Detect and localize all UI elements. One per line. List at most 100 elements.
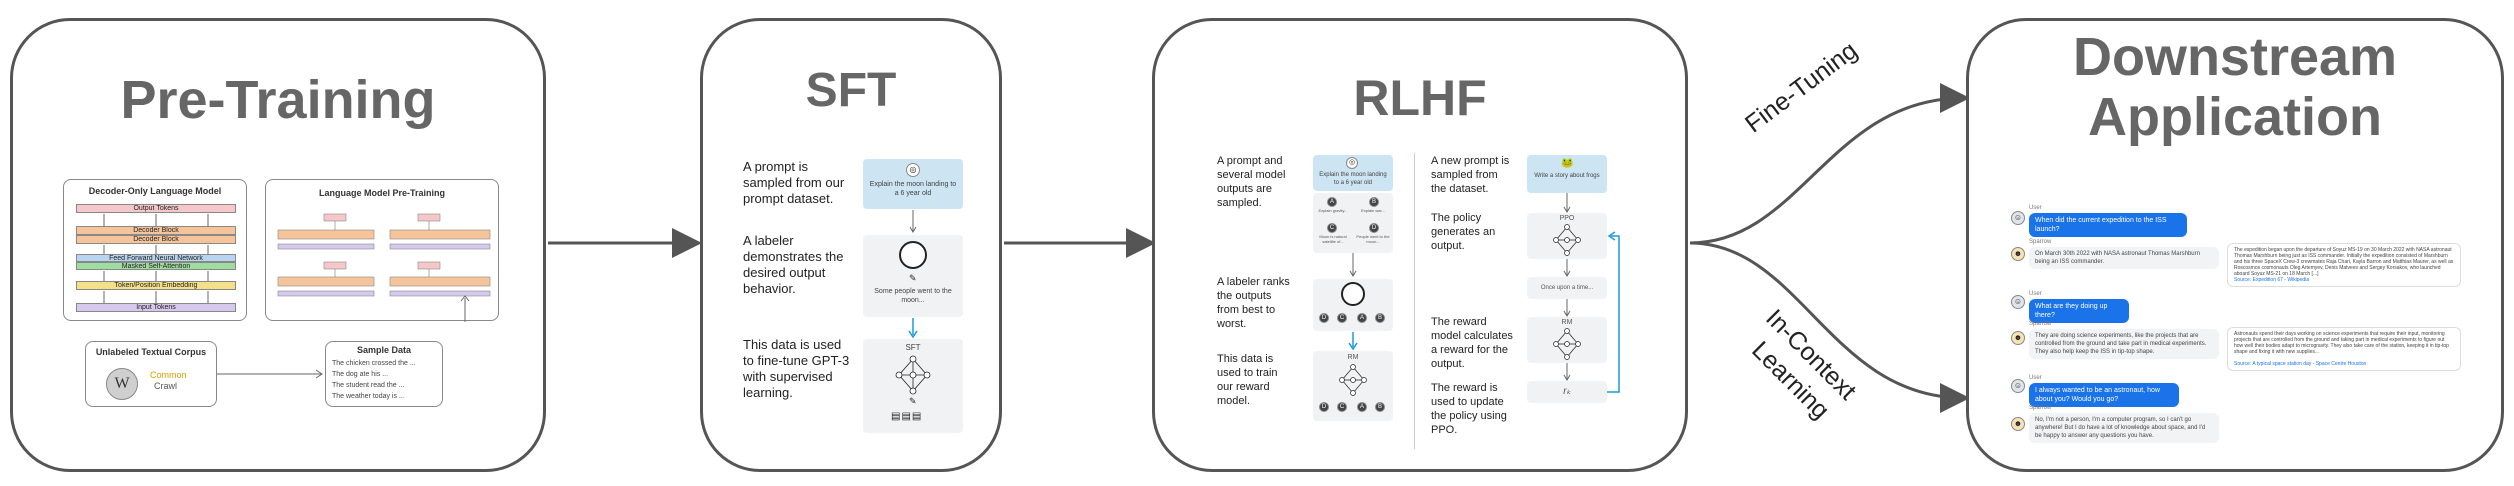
rm-label-2: RM xyxy=(1561,319,1573,326)
user-label-2: User xyxy=(2029,291,2042,297)
rm-rank-2: C xyxy=(1337,402,1347,412)
sample-data-box: Sample Data The chicken crossed the ... … xyxy=(325,341,443,407)
user-message-1: When did the current expedition to the I… xyxy=(2029,213,2187,237)
option-c-text: Moon is natural satellite of... xyxy=(1319,234,1347,244)
rlhf-divider xyxy=(1414,153,1415,449)
input-tokens-bar: Input Tokens xyxy=(76,303,236,312)
sft-network-icon xyxy=(895,355,931,395)
corpus-box: Unlabeled Textual Corpus W Common Crawl xyxy=(85,341,217,407)
bot-avatar-icon-2: ☻ xyxy=(2011,331,2025,345)
sample-line-3: The student read the ... xyxy=(332,382,405,389)
decoder-only-lm-box: Decoder-Only Language Model Output Token… xyxy=(63,179,247,321)
prompt-icon: ◎ xyxy=(906,163,920,177)
output-tokens-bar: Output Tokens xyxy=(76,204,236,213)
lm-pretraining-box: Language Model Pre-Training xyxy=(265,179,499,322)
sft-step-3: This data is used to fine-tune GPT-3 wit… xyxy=(743,337,850,400)
option-d-text: People went to the moon... xyxy=(1356,234,1390,244)
rlhf-prompt-text: Explain the moon landing to a 6 year old xyxy=(1319,172,1387,186)
stage-sft: SFT A prompt is sampled from our prompt … xyxy=(700,18,1002,472)
decoder-arrows xyxy=(103,214,209,303)
bot-label-3: Sparrow xyxy=(2029,405,2052,411)
rlhf-left-step-2: A labeler ranks the outputs from best to… xyxy=(1217,276,1290,330)
rlhf-rm-card: RM D C A B xyxy=(1313,351,1393,421)
user-message-2: What are they doing up there? xyxy=(2029,299,2129,323)
rank-2: C xyxy=(1337,313,1347,323)
evidence-card-1: The expedition began upon the departure … xyxy=(2227,243,2461,287)
common-crawl-text-1: Common xyxy=(150,370,187,380)
stage-title-sft: SFT xyxy=(805,64,897,117)
user-avatar-icon-2: ☺ xyxy=(2011,295,2025,309)
stage-rlhf: RLHF A prompt and several model outputs … xyxy=(1152,18,1688,472)
bot-message-3: No, I'm not a person, I'm a computer pro… xyxy=(2029,413,2219,443)
arrow-fine-tuning xyxy=(1689,83,1970,245)
sample-line-4: The weather today is ... xyxy=(332,393,405,400)
new-prompt-text: Write a story about frogs xyxy=(1534,173,1600,179)
evidence-link-1[interactable]: Source: Expedition 67 - Wikipedia xyxy=(2234,277,2310,283)
stage-title-downstream: Downstream Application xyxy=(2072,27,2398,147)
story-text: Once upon a time... xyxy=(1540,285,1594,291)
pencil-icon: ✎ xyxy=(909,273,917,283)
rlhf-options-card: A B Explain gravity... Explain war... C … xyxy=(1313,193,1393,253)
sample-line-2: The dog ate his ... xyxy=(332,371,389,378)
rank-3: A xyxy=(1357,313,1367,323)
sft-model-card: SFT ✎ ▤▤▤ xyxy=(863,339,963,433)
document-icons: ▤▤▤ xyxy=(891,411,923,422)
user-avatar-icon-1: ☺ xyxy=(2011,211,2025,225)
rlhf-right-step-4: The reward is used to update the policy … xyxy=(1431,382,1507,436)
option-a-text: Explain gravity... xyxy=(1318,208,1348,213)
common-crawl-text-2: Crawl xyxy=(154,381,178,391)
evidence-text-1: The expedition began upon the departure … xyxy=(2234,247,2454,277)
sft-step-1: A prompt is sampled from our prompt data… xyxy=(743,159,845,206)
ffn-bar: Feed Forward Neural Network xyxy=(76,254,236,262)
rlhf-ranking-card: D C A B xyxy=(1313,279,1393,331)
frog-icon: 🐸 xyxy=(1561,158,1574,169)
option-b-badge: B xyxy=(1369,197,1379,207)
rlhf-prompt-card: ◎ Explain the moon landing to a 6 year o… xyxy=(1313,155,1393,191)
lm-pretraining-title: Language Model Pre-Training xyxy=(318,188,445,198)
rm-rank-3: A xyxy=(1357,402,1367,412)
bot-message-2: They are doing science experiments, like… xyxy=(2029,329,2219,359)
bot-message-1: On March 30th 2022 with NASA astronaut T… xyxy=(2029,247,2219,269)
option-a-badge: A xyxy=(1327,197,1337,207)
ppo-label: PPO xyxy=(1559,215,1575,222)
stage-title-rlhf: RLHF xyxy=(1353,70,1487,126)
evidence-link-2[interactable]: Source: A typical space station day - Sp… xyxy=(2234,361,2367,367)
rlhf-left-step-3: This data is used to train our reward mo… xyxy=(1217,353,1278,407)
reward-card: rₖ xyxy=(1527,381,1607,403)
pencil-icon-2: ✎ xyxy=(909,396,917,406)
option-d-badge: D xyxy=(1369,223,1379,233)
sft-step-2: A labeler demonstrates the desired outpu… xyxy=(743,233,844,296)
sft-demo-card: ✎ Some people went to the moon... xyxy=(863,235,963,317)
sft-prompt-card: ◎ Explain the moon landing to a 6 year o… xyxy=(863,159,963,209)
rlhf-right-step-2: The policy generates an output. xyxy=(1431,212,1496,252)
rank-4: B xyxy=(1375,313,1385,323)
sft-prompt-text: Explain the moon landing to a 6 year old xyxy=(869,181,957,197)
sample-data-title: Sample Data xyxy=(356,345,412,355)
bot-label-1: Sparrow xyxy=(2029,239,2052,245)
common-crawl-logo: Common Crawl xyxy=(150,370,187,392)
stage-pretraining: Pre-Training Decoder-Only Language Model… xyxy=(10,18,546,472)
masked-attn-bar: Masked Self-Attention xyxy=(76,262,236,270)
stage-downstream: Downstream Application ☺ User When did t… xyxy=(1966,18,2504,472)
embedding-bar: Token/Position Embedding xyxy=(76,281,236,290)
new-prompt-card: 🐸 Write a story about frogs xyxy=(1527,155,1607,193)
rlhf-right-step-1: A new prompt is sampled from the dataset… xyxy=(1431,155,1510,195)
arrow-in-context xyxy=(1689,241,1970,413)
rm-rank-1: D xyxy=(1319,402,1329,412)
corpus-to-sample-arrow xyxy=(217,369,323,379)
option-b-text: Explain war... xyxy=(1361,208,1385,213)
lm-pretraining-graphic xyxy=(277,213,491,322)
corpus-title: Unlabeled Textual Corpus xyxy=(95,347,207,357)
rm2-network-icon xyxy=(1553,328,1581,360)
sft-demo-text: Some people went to the moon... xyxy=(874,288,952,304)
rank-1: D xyxy=(1319,313,1329,323)
option-c-badge: C xyxy=(1327,223,1337,233)
decoder-block-bar-2: Decoder Block xyxy=(76,235,236,244)
user-label-1: User xyxy=(2029,205,2042,211)
ranker-avatar-icon xyxy=(1341,282,1365,306)
user-message-3: I always wanted to be an astronaut, how … xyxy=(2029,383,2179,407)
sample-line-1: The chicken crossed the ... xyxy=(332,360,416,367)
ppo-network-icon xyxy=(1553,224,1581,256)
reward-text: rₖ xyxy=(1563,386,1571,397)
